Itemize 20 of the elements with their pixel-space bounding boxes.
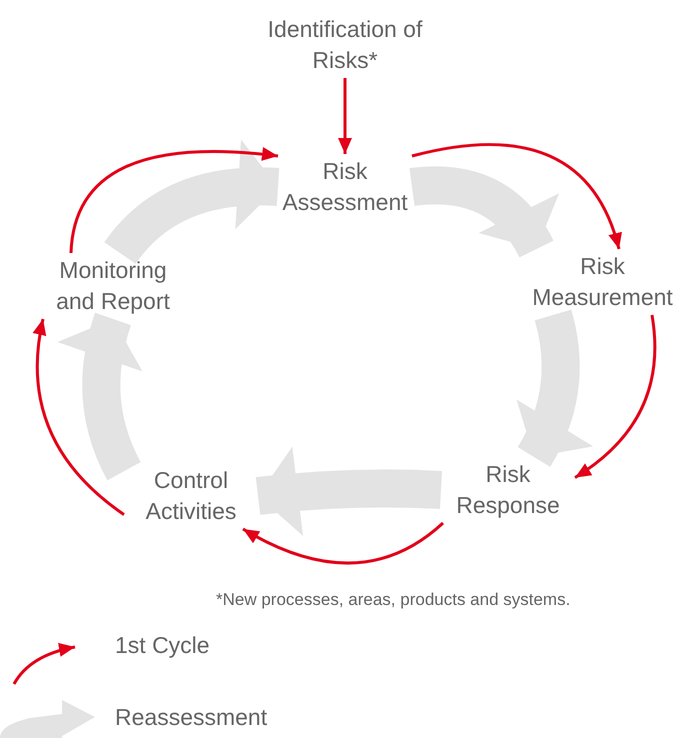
block-arrow	[256, 446, 442, 536]
legend-label: 1st Cycle	[115, 632, 210, 659]
arrow	[242, 522, 444, 564]
arrow	[70, 147, 278, 254]
footnote: *New processes, areas, products and systems.	[216, 590, 570, 610]
step-label: Risk Measurement	[520, 251, 677, 313]
block-arrow	[410, 166, 557, 258]
legend-label: Reassessment	[115, 704, 268, 731]
step-label: Monitoring and Report	[43, 255, 183, 317]
step-label: Control Activities	[126, 465, 256, 527]
arrow	[33, 318, 125, 516]
step-label: Risk Assessment	[280, 156, 410, 218]
arrow	[574, 314, 656, 479]
block-arrow	[514, 310, 593, 466]
step-label: Risk Response	[443, 459, 573, 521]
arrow	[412, 143, 622, 250]
block-arrow	[104, 140, 279, 264]
step-label: Identification of Risks*	[265, 14, 425, 76]
block-arrow	[58, 313, 144, 480]
arrow	[338, 78, 352, 154]
